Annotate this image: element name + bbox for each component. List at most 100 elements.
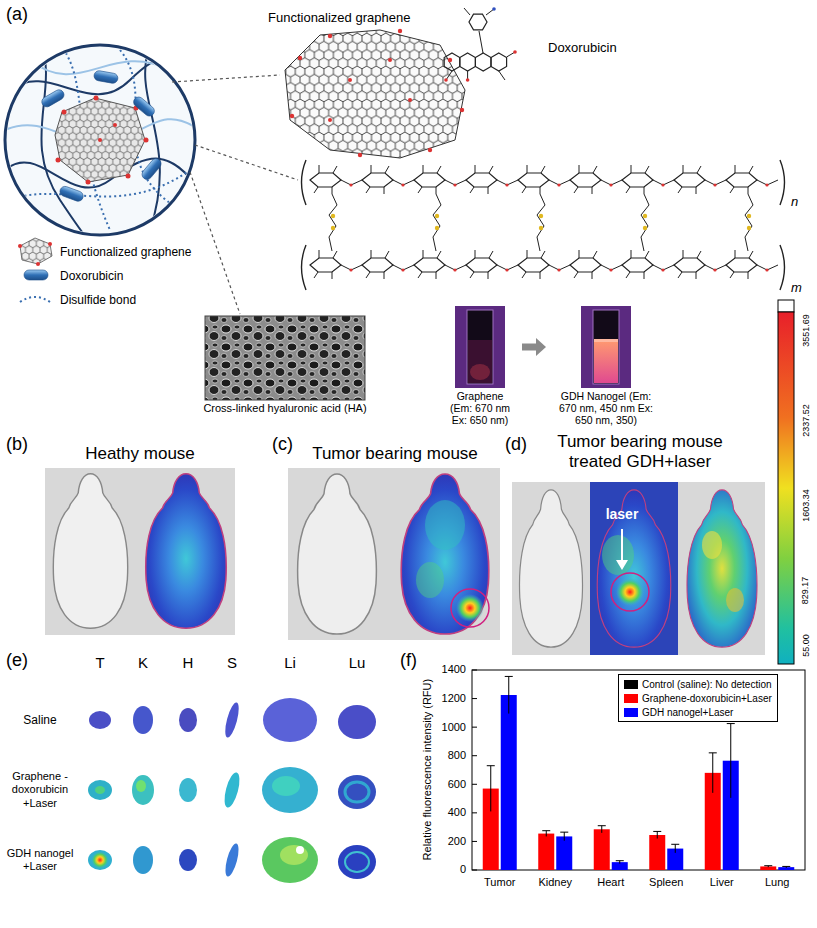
figure-label: Lu <box>349 654 366 672</box>
chart-legend: Control (saline): No detectionGraphene-d… <box>618 674 778 722</box>
figure-label: Li <box>284 654 296 672</box>
figure-label: Relative fluorescence intensity (RFU) <box>421 679 434 861</box>
legend-text: Disulfide bond <box>60 293 136 307</box>
error-bar <box>542 831 550 837</box>
figure-label: K <box>138 654 148 672</box>
figure-label: 829.17 <box>801 576 812 604</box>
data-bar <box>760 866 776 870</box>
organ-images <box>88 698 376 883</box>
figure-label: (a) <box>6 4 28 26</box>
error-bar <box>671 844 679 853</box>
figure-label: Tumor <box>484 876 515 889</box>
arrow-head <box>536 338 546 356</box>
figure-label: T <box>95 654 104 672</box>
figure-label: 400 <box>448 806 466 819</box>
figure-label: n <box>791 194 798 210</box>
figure-label: Doxorubicin <box>548 40 617 56</box>
figure-label: 55.00 <box>801 634 812 657</box>
figure-label: 3551.69 <box>801 314 812 347</box>
figure-label: 600 <box>448 778 466 791</box>
mouse-image <box>288 468 500 640</box>
color-scale-bar <box>778 300 794 664</box>
error-bar <box>487 766 495 812</box>
legend-swatch <box>624 680 638 689</box>
figure-label: 1603.34 <box>801 489 812 522</box>
axis-tick <box>472 698 477 699</box>
figure-label: (c) <box>272 434 293 456</box>
legend-text: GDH nanogel+Laser <box>642 707 733 718</box>
image-node: Cross-linked hyaluronic acid (HA) <box>180 316 390 415</box>
axis-tick <box>472 870 477 871</box>
figure-label: 0 <box>460 863 466 876</box>
mouse-image <box>45 468 235 635</box>
axis-tick <box>472 812 477 813</box>
figure-label: Saline <box>6 713 74 727</box>
error-bar <box>560 832 568 841</box>
legend-text: Functionalized graphene <box>60 245 191 259</box>
figure-label: m <box>791 280 802 296</box>
error-bar <box>616 861 624 864</box>
figure-label: 1400 <box>442 663 466 676</box>
figure-label: laser <box>606 506 639 523</box>
legend-swatch <box>624 708 638 717</box>
error-bar <box>782 866 790 867</box>
figure-label: 200 <box>448 835 466 848</box>
error-bar <box>653 831 661 838</box>
error-bar <box>764 866 772 867</box>
bar-chart <box>472 670 794 870</box>
figure-label: Tumor bearing mouse <box>312 444 478 464</box>
leader-line <box>172 75 298 314</box>
data-bar <box>501 695 517 870</box>
figure-label: Functionalized graphene <box>268 10 410 26</box>
image-caption: Cross-linked hyaluronic acid (HA) <box>180 402 390 415</box>
image-node: GDH Nanogel (Em: 670 nm, 450 nm Ex: 650 … <box>548 306 664 426</box>
figure-label: Lung <box>765 876 789 889</box>
error-bar <box>598 826 606 833</box>
figure-label: S <box>227 654 237 672</box>
legend-text: Graphene-doxorubicin+Laser <box>642 693 772 704</box>
figure-label: Liver <box>710 876 734 889</box>
block-arrow <box>522 338 546 356</box>
data-bar <box>556 836 572 870</box>
figure-label: 2337.52 <box>801 404 812 437</box>
figure-label: Graphene -doxorubicin +Laser <box>4 770 76 810</box>
error-bar <box>505 676 513 713</box>
cuvette-photo <box>455 306 631 388</box>
figure-label: (d) <box>505 434 527 456</box>
nanogel-circle <box>5 40 200 243</box>
figure-label: Spleen <box>649 876 683 889</box>
figure-label: H <box>183 654 194 672</box>
figure-label: 1000 <box>442 721 466 734</box>
figure-label: 800 <box>448 749 466 762</box>
axis-tick <box>472 784 477 785</box>
data-bar <box>778 867 794 870</box>
mouse-image <box>512 482 765 655</box>
data-bar <box>538 834 554 870</box>
axis-tick <box>472 841 477 842</box>
axis-tick <box>472 755 477 756</box>
chart-frame <box>472 670 805 870</box>
graphene-structure <box>285 29 465 158</box>
figure-label: (f) <box>400 650 417 672</box>
hyaluronic-acid-chain <box>302 160 785 290</box>
legend-text: Doxorubicin <box>60 269 123 283</box>
doxorubicin-structure <box>444 7 517 82</box>
sem-image <box>205 316 365 400</box>
axis-tick <box>472 670 477 671</box>
arrow-shaft <box>522 344 536 351</box>
axis-tick <box>472 727 477 728</box>
figure-label: GDH nanogel +Laser <box>4 847 76 873</box>
legend-text: Control (saline): No detection <box>642 679 772 690</box>
data-bar <box>594 829 610 870</box>
figure-label: (b) <box>6 434 28 456</box>
legend-icons <box>18 238 52 302</box>
figure-label: 1200 <box>442 692 466 705</box>
image-node: Graphene (Em: 670 nm Ex: 650 nm) <box>440 306 520 426</box>
figure-label: (e) <box>6 650 28 672</box>
figure-label: Tumor bearing mouse treated GDH+laser <box>535 432 745 473</box>
legend-swatch <box>624 694 638 703</box>
image-caption: Graphene (Em: 670 nm Ex: 650 nm) <box>447 390 513 426</box>
data-bar <box>649 835 665 870</box>
figure-label: Heart <box>597 876 624 889</box>
